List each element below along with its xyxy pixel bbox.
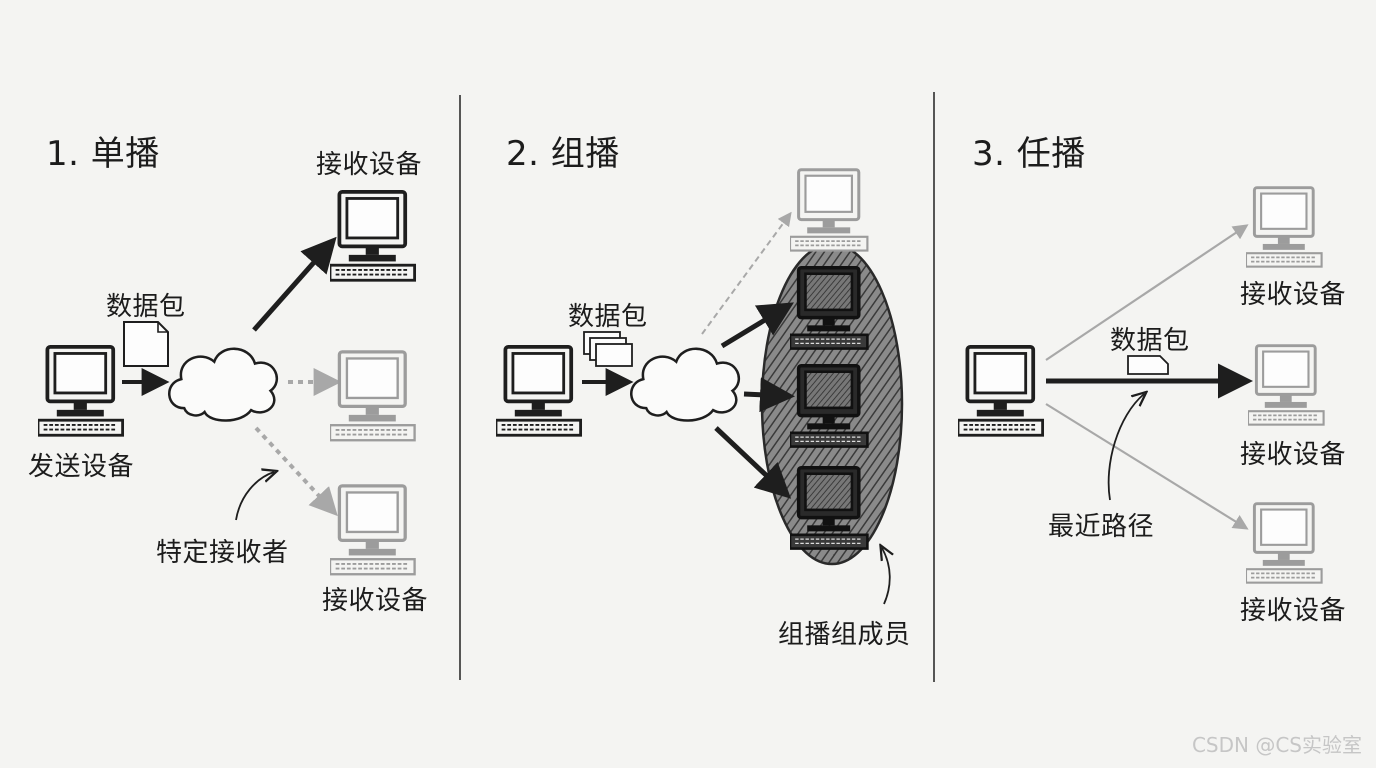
packet-label: 数据包 <box>1110 326 1190 356</box>
faded-computer-bottom <box>330 484 417 576</box>
arrow-faded-bottom <box>254 426 338 517</box>
arrow-to-member-2 <box>743 377 795 413</box>
faded-computer-top <box>790 168 869 253</box>
group-member-3 <box>790 466 870 551</box>
panel-multicast <box>496 168 904 605</box>
sender-computer <box>958 345 1045 438</box>
annotation-arrow-unicast <box>235 472 274 521</box>
annotation-arrow-anycast <box>1107 394 1144 501</box>
packets-icon <box>583 331 633 367</box>
arrow-to-member-3 <box>714 426 792 499</box>
panel-title-unicast: 1. 单播 <box>46 134 160 174</box>
arrow-faded-top <box>701 211 792 335</box>
receiver-computer <box>330 190 417 283</box>
panel-title-multicast: 2. 组播 <box>506 134 620 174</box>
receiver-label-bottom: 接收设备 <box>322 586 429 616</box>
packet-label: 数据包 <box>568 302 648 332</box>
sender-computer <box>496 345 583 438</box>
panel-anycast <box>958 186 1326 585</box>
annotation-arrow-multicast <box>882 548 890 605</box>
packet-label: 数据包 <box>106 292 186 322</box>
receiver-label-top: 接收设备 <box>1240 280 1347 310</box>
receiver-label-bottom: 接收设备 <box>1240 596 1347 626</box>
panel-title-anycast: 3. 任播 <box>972 134 1086 174</box>
packet-icon <box>1127 355 1169 375</box>
sender-label: 发送设备 <box>28 452 135 482</box>
arrow-to-receiver <box>252 236 337 332</box>
receiver-computer-bottom <box>1246 502 1324 585</box>
panel-unicast <box>38 190 417 576</box>
watermark: CSDN @CS实验室 <box>1191 733 1362 757</box>
group-member-2 <box>790 364 870 449</box>
receiver-label-middle: 接收设备 <box>1240 440 1347 470</box>
sender-computer <box>38 345 125 438</box>
network-cloud <box>629 347 741 422</box>
group-member-1 <box>790 266 870 351</box>
arrow-faded-bottom <box>1045 403 1249 530</box>
network-cloud <box>167 347 279 422</box>
receiver-computer-middle <box>1248 344 1326 427</box>
annotation-anycast: 最近路径 <box>1048 512 1155 542</box>
receiver-computer-top <box>1246 186 1324 269</box>
annotation-unicast: 特定接收者 <box>156 538 289 568</box>
packet-icon <box>123 321 169 367</box>
receiver-label-top: 接收设备 <box>316 150 423 180</box>
arrow-to-member-1 <box>720 302 794 349</box>
arrow-faded-top <box>1045 224 1249 361</box>
faded-computer-middle <box>330 350 417 442</box>
annotation-multicast: 组播组成员 <box>778 620 911 650</box>
